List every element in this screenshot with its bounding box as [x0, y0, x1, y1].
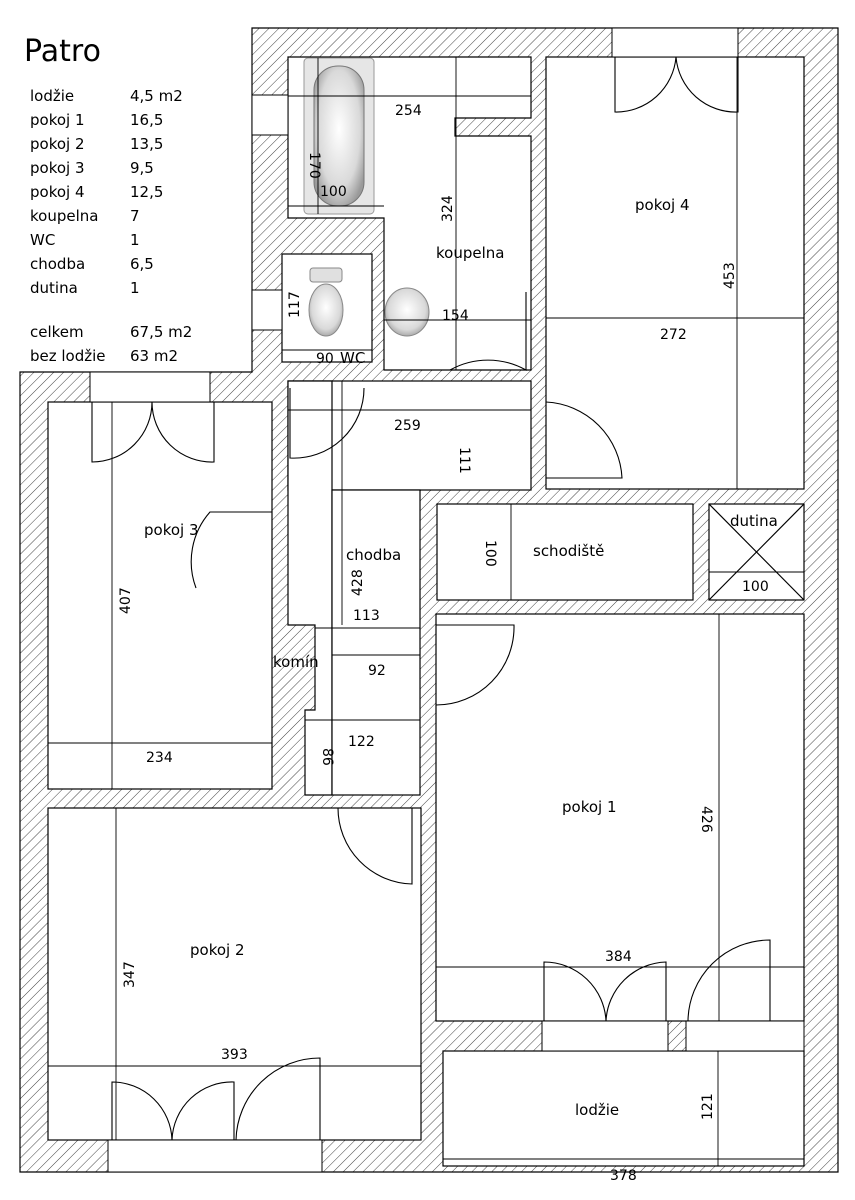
dim-chodba-w2: 92 — [368, 663, 386, 679]
dim-chodba-height: 428 — [350, 569, 366, 596]
area-row: chodba 6,5 — [30, 252, 220, 276]
dimension-lines — [48, 57, 804, 1166]
area-value: 1 — [130, 279, 140, 297]
room-label-chodba: chodba — [346, 546, 401, 564]
area-name: pokoj 3 — [30, 159, 85, 177]
room-label-lodzie: lodžie — [575, 1101, 619, 1119]
dim-pokoj2-width: 393 — [221, 1047, 248, 1063]
dim-bath-width: 254 — [395, 103, 422, 119]
total-row: bez lodžie 63 m2 — [30, 344, 220, 368]
windows — [89, 27, 805, 1173]
area-value: 4,5 m2 — [130, 87, 183, 105]
room-label-schodiste: schodiště — [533, 542, 604, 560]
area-value: 6,5 — [130, 255, 154, 273]
dim-pokoj4-width: 272 — [660, 327, 687, 343]
area-row: koupelna 7 — [30, 204, 220, 228]
area-name: koupelna — [30, 207, 99, 225]
area-row: pokoj 2 13,5 — [30, 132, 220, 156]
room-label-dutina: dutina — [730, 512, 778, 530]
area-name: pokoj 1 — [30, 111, 85, 129]
room-label-wc: WC — [340, 349, 365, 367]
dim-hall-width: 259 — [394, 418, 421, 434]
bathtub-icon — [303, 57, 375, 215]
area-value: 12,5 — [130, 183, 164, 201]
dim-wc-width: 90 — [316, 351, 334, 367]
page-title: Patro — [24, 34, 101, 69]
door-swings — [91, 56, 771, 1141]
total-name: celkem — [30, 323, 84, 341]
dutina-cross — [708, 503, 805, 601]
area-value: 9,5 — [130, 159, 154, 177]
total-value: 63 m2 — [130, 347, 179, 365]
total-name: bez lodžie — [30, 347, 106, 365]
dim-chodba-w3: 122 — [348, 734, 375, 750]
room-label-pokoj-1: pokoj 1 — [562, 798, 617, 816]
dim-bath-depth: 170 — [306, 152, 322, 179]
area-row: WC 1 — [30, 228, 220, 252]
area-row: dutina 1 — [30, 276, 220, 300]
dim-pokoj2-height: 347 — [122, 961, 138, 988]
dim-pokoj1-height: 426 — [698, 806, 714, 833]
area-name: lodžie — [30, 87, 75, 105]
dim-lodzie-width: 378 — [610, 1168, 637, 1184]
area-value: 13,5 — [130, 135, 164, 153]
dim-wc-height: 117 — [287, 291, 303, 318]
dim-lodzie-height: 121 — [700, 1093, 716, 1120]
area-name: pokoj 2 — [30, 135, 85, 153]
area-value: 1 — [130, 231, 140, 249]
dim-pokoj4-height: 453 — [722, 262, 738, 289]
dim-pokoj3-width: 234 — [146, 750, 173, 766]
dim-koupelna-width: 154 — [442, 308, 469, 324]
total-value: 67,5 m2 — [130, 323, 193, 341]
room-label-pokoj-4: pokoj 4 — [635, 196, 690, 214]
dim-chodba-w1: 113 — [353, 608, 380, 624]
dim-pokoj1-width: 384 — [605, 949, 632, 965]
toilet-icon — [308, 267, 344, 337]
area-row: pokoj 4 12,5 — [30, 180, 220, 204]
dim-pokoj3-height: 407 — [118, 587, 134, 614]
dim-koupelna-height: 324 — [440, 195, 456, 222]
area-row: pokoj 1 16,5 — [30, 108, 220, 132]
area-name: WC — [30, 231, 56, 249]
sink-icon — [384, 287, 430, 337]
dim-bathtub: 100 — [320, 184, 347, 200]
room-label-pokoj-2: pokoj 2 — [190, 941, 245, 959]
area-value: 16,5 — [130, 111, 164, 129]
area-row: lodžie 4,5 m2 — [30, 84, 220, 108]
dim-stair-height: 100 — [482, 540, 498, 567]
dim-hall-height: 111 — [456, 447, 472, 474]
room-label-pokoj-3: pokoj 3 — [144, 521, 199, 539]
area-name: dutina — [30, 279, 78, 297]
dim-chodba-h2: 86 — [319, 748, 335, 766]
dim-dutina-width: 100 — [742, 579, 769, 595]
area-value: 7 — [130, 207, 140, 225]
area-row: pokoj 3 9,5 — [30, 156, 220, 180]
area-name: chodba — [30, 255, 86, 273]
room-interiors — [47, 56, 805, 1167]
room-label-koupelna: koupelna — [436, 244, 504, 262]
area-name: pokoj 4 — [30, 183, 85, 201]
room-label-komin: komín — [273, 653, 319, 671]
total-row: celkem 67,5 m2 — [30, 320, 220, 344]
